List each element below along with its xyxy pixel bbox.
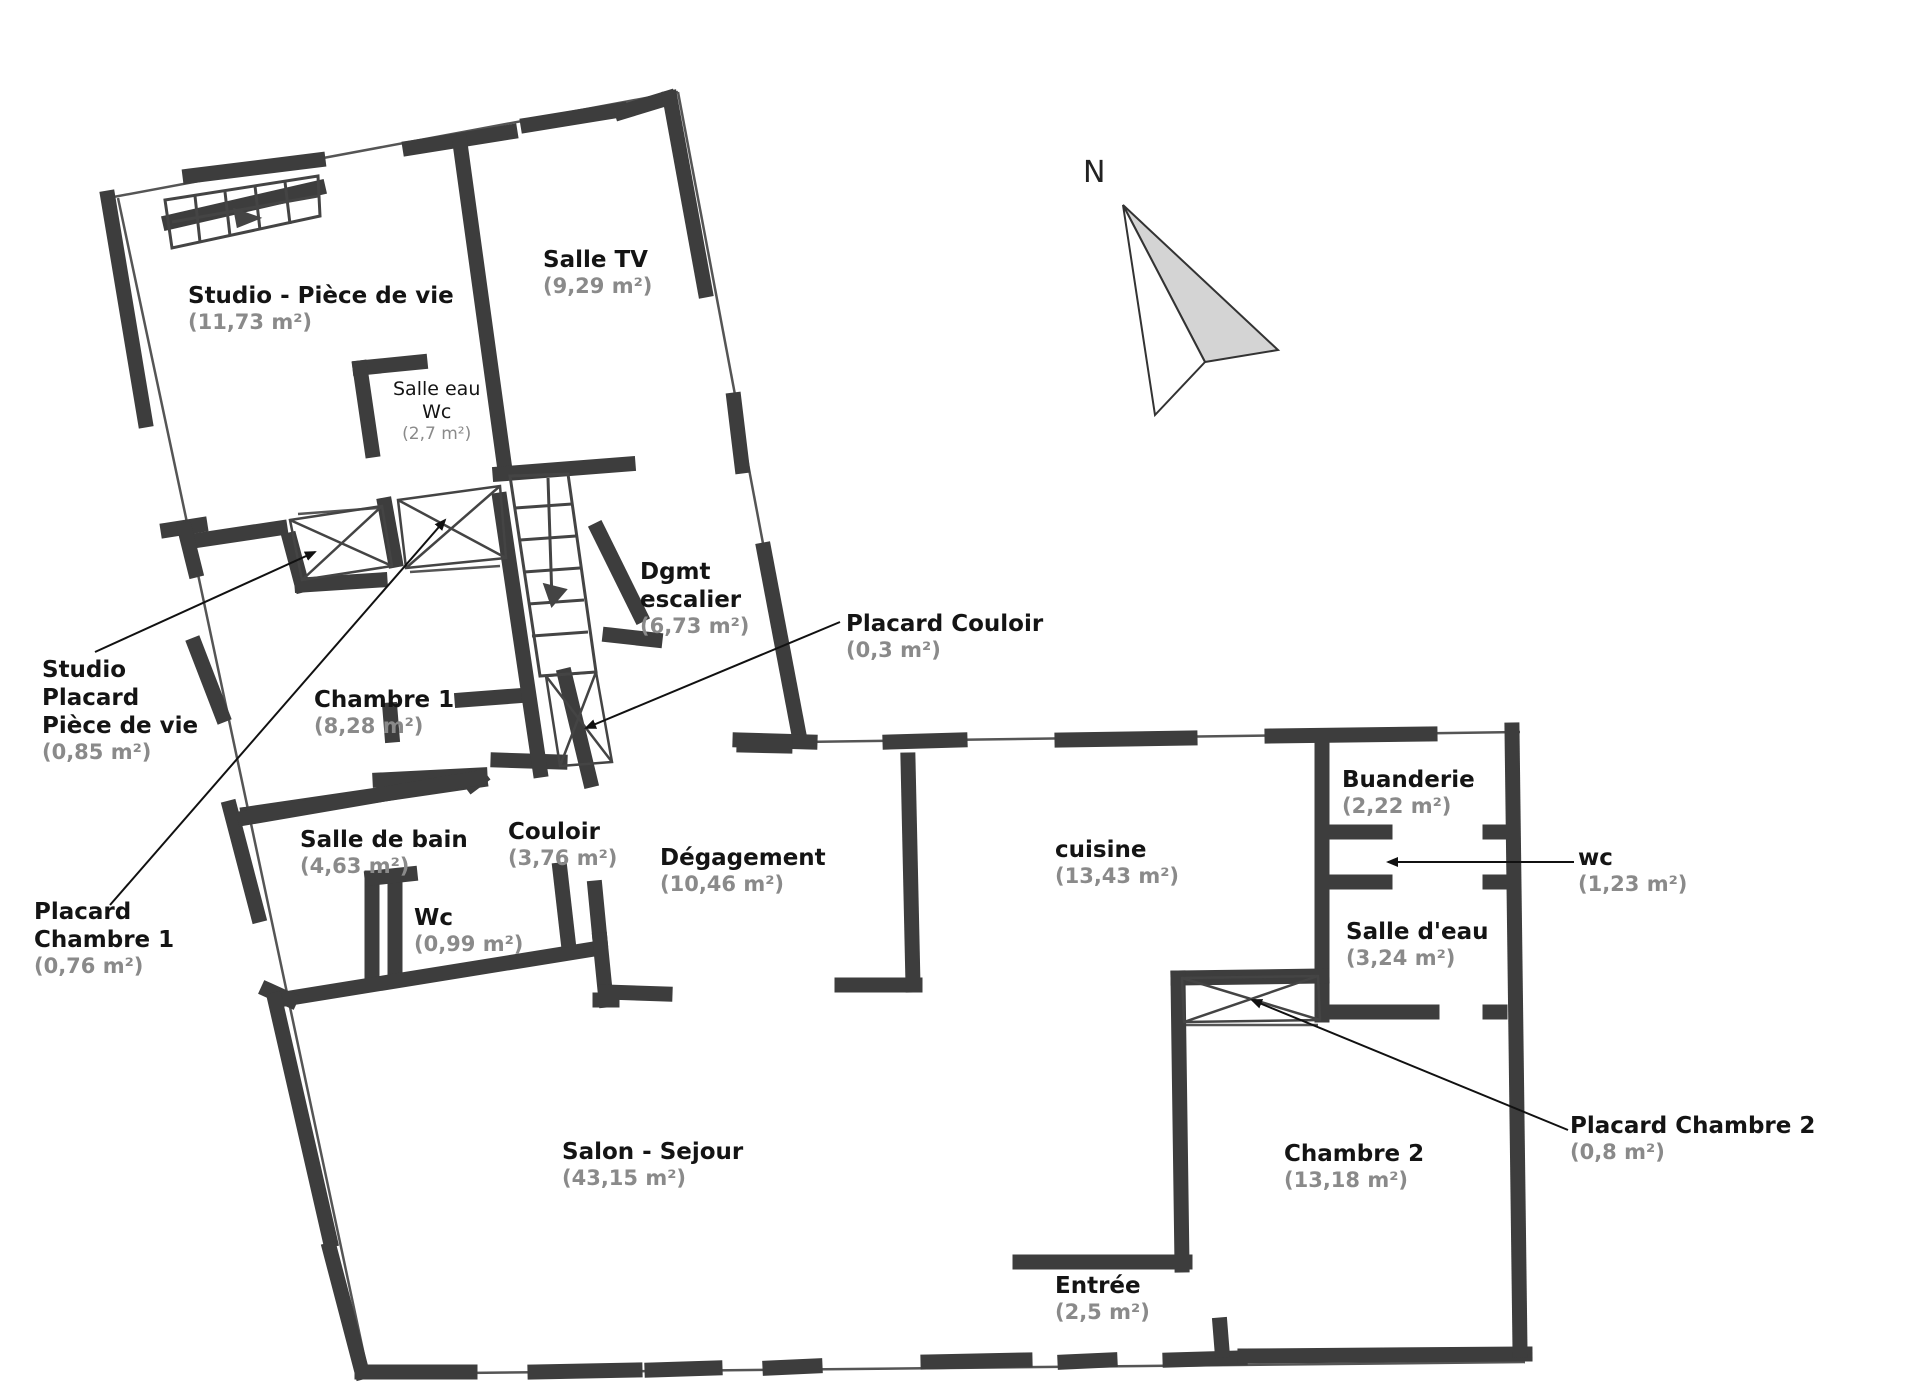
room-studio-piece-de-vie: Studio - Pièce de vie(11,73 m²) bbox=[188, 283, 454, 335]
compass-north-label: N bbox=[1083, 155, 1106, 190]
leader-placard-chambre-2 bbox=[1250, 999, 1569, 1131]
leader-studio-placard bbox=[94, 551, 317, 653]
room-salle-tv: Salle TV(9,29 m²) bbox=[543, 247, 653, 299]
room-salon-sejour: Salon - Sejour(43,15 m²) bbox=[562, 1139, 744, 1191]
north-arrow-icon bbox=[1122, 204, 1281, 418]
room-salle-de-bain: Salle de bain(4,63 m²) bbox=[300, 827, 468, 879]
room-chambre-1: Chambre 1(8,28 m²) bbox=[314, 687, 455, 739]
room-degagement: Dégagement(10,46 m²) bbox=[660, 845, 826, 897]
room-couloir: Couloir(3,76 m²) bbox=[508, 819, 618, 871]
studio-staircase bbox=[163, 174, 322, 250]
leader-placard-chambre-1 bbox=[109, 518, 447, 906]
room-wc-2: wc(1,23 m²) bbox=[1578, 845, 1688, 897]
room-chambre-2: Chambre 2(13,18 m²) bbox=[1284, 1141, 1425, 1193]
room-wc-1: Wc(0,99 m²) bbox=[414, 905, 524, 957]
room-salle-deau: Salle d'eau(3,24 m²) bbox=[1346, 919, 1489, 971]
closets bbox=[288, 484, 1322, 1024]
room-buanderie: Buanderie(2,22 m²) bbox=[1342, 767, 1475, 819]
room-cuisine: cuisine(13,43 m²) bbox=[1055, 837, 1180, 889]
leader-lines bbox=[94, 518, 1574, 1131]
room-placard-chambre-2: Placard Chambre 2(0,8 m²) bbox=[1570, 1113, 1816, 1165]
room-placard-couloir: Placard Couloir(0,3 m²) bbox=[846, 611, 1044, 663]
leader-placard-couloir bbox=[584, 621, 841, 729]
room-entree: Entrée(2,5 m²) bbox=[1055, 1273, 1150, 1325]
